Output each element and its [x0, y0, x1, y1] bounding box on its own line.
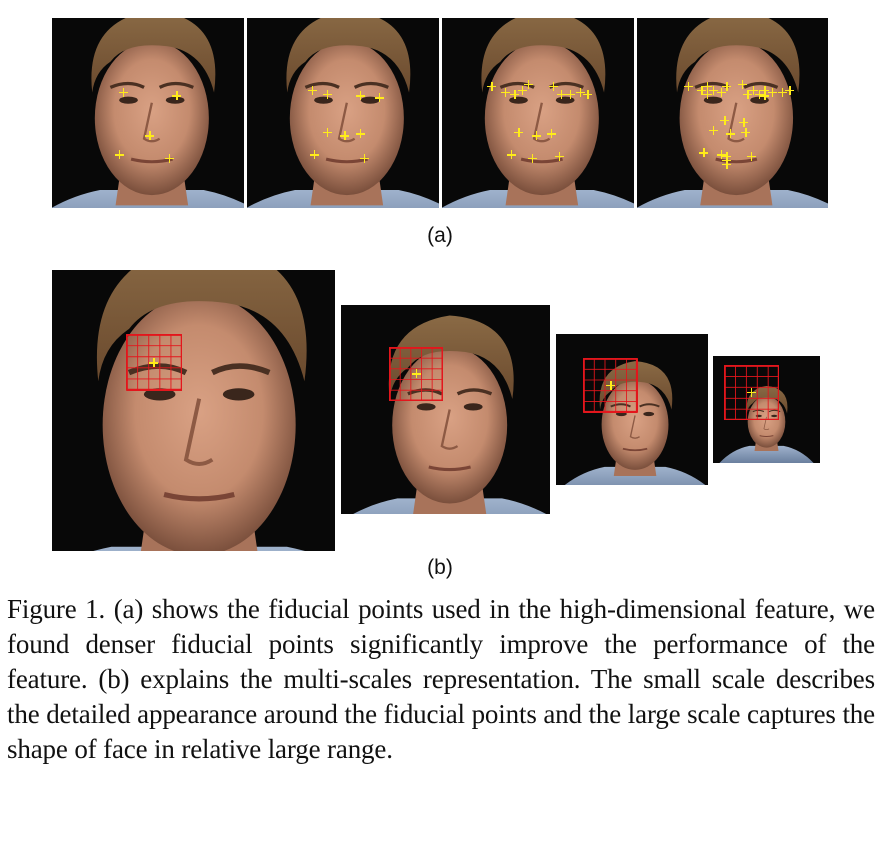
face-image-b1 [52, 270, 335, 551]
figure-caption: Figure 1. (a) shows the fiducial points … [7, 592, 875, 767]
face-image-a3 [442, 18, 634, 208]
face-image-b4 [713, 356, 820, 463]
face-image-b3 [556, 334, 708, 485]
panel-label-b: (b) [427, 556, 453, 579]
face-image-b2 [341, 305, 550, 514]
face-image-a4 [637, 18, 828, 208]
face-image-a2 [247, 18, 439, 208]
face-image-a1 [52, 18, 244, 208]
panel-label-a: (a) [427, 224, 453, 247]
caption-text: Figure 1. (a) shows the fiducial points … [7, 594, 875, 764]
